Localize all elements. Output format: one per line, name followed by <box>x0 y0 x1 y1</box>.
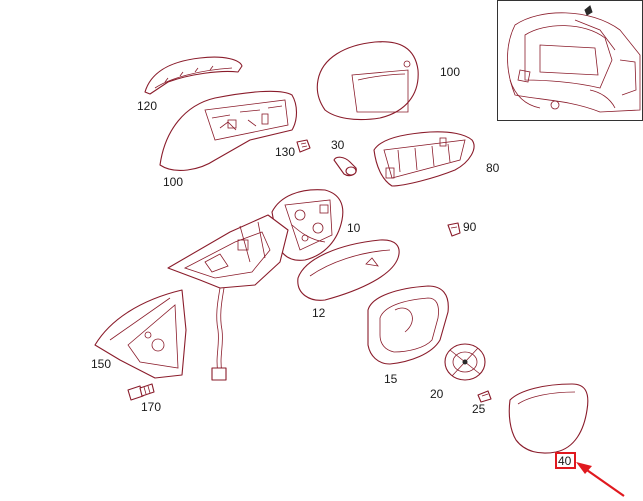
callout-100-right: 100 <box>440 65 460 79</box>
part-80-indicator <box>373 131 475 187</box>
part-130-screw <box>296 139 311 153</box>
callout-15: 15 <box>384 372 398 386</box>
callout-80: 80 <box>486 161 500 175</box>
callout-100-left: 100 <box>163 175 183 189</box>
mirror-location-marker <box>584 5 593 16</box>
part-40-mirror-glass <box>508 383 589 454</box>
car-outline-illustration <box>507 12 641 113</box>
part-12-lower-cover <box>297 239 400 301</box>
callout-25: 25 <box>472 402 486 416</box>
wiring-harness <box>211 287 227 381</box>
car-location-inset <box>497 0 643 121</box>
highlight-box-40 <box>555 452 576 469</box>
callout-120: 120 <box>137 99 157 113</box>
part-170-bolt <box>127 383 155 401</box>
part-100-housing-left <box>159 90 298 171</box>
callout-10: 10 <box>347 221 361 235</box>
part-90-screw <box>447 222 461 237</box>
part-15-frame <box>367 285 449 365</box>
callout-40: 40 <box>558 454 572 468</box>
part-25-screw <box>477 390 492 403</box>
part-100-cap-right <box>316 41 419 121</box>
part-150-base <box>94 289 187 379</box>
callout-12: 12 <box>312 306 326 320</box>
part-10-carrier <box>271 189 344 261</box>
part-30-lamp <box>333 156 357 177</box>
callout-150: 150 <box>91 357 111 371</box>
callout-170: 170 <box>141 400 161 414</box>
part-120-cover-strip <box>144 56 243 95</box>
part-20-motor <box>444 343 486 381</box>
red-pointer-arrow <box>576 462 625 497</box>
callout-90: 90 <box>463 220 477 234</box>
inset-frame <box>497 0 643 121</box>
callout-20: 20 <box>430 387 444 401</box>
callout-30: 30 <box>331 138 345 152</box>
mirror-base-mount <box>167 214 289 289</box>
callout-130: 130 <box>275 145 295 159</box>
